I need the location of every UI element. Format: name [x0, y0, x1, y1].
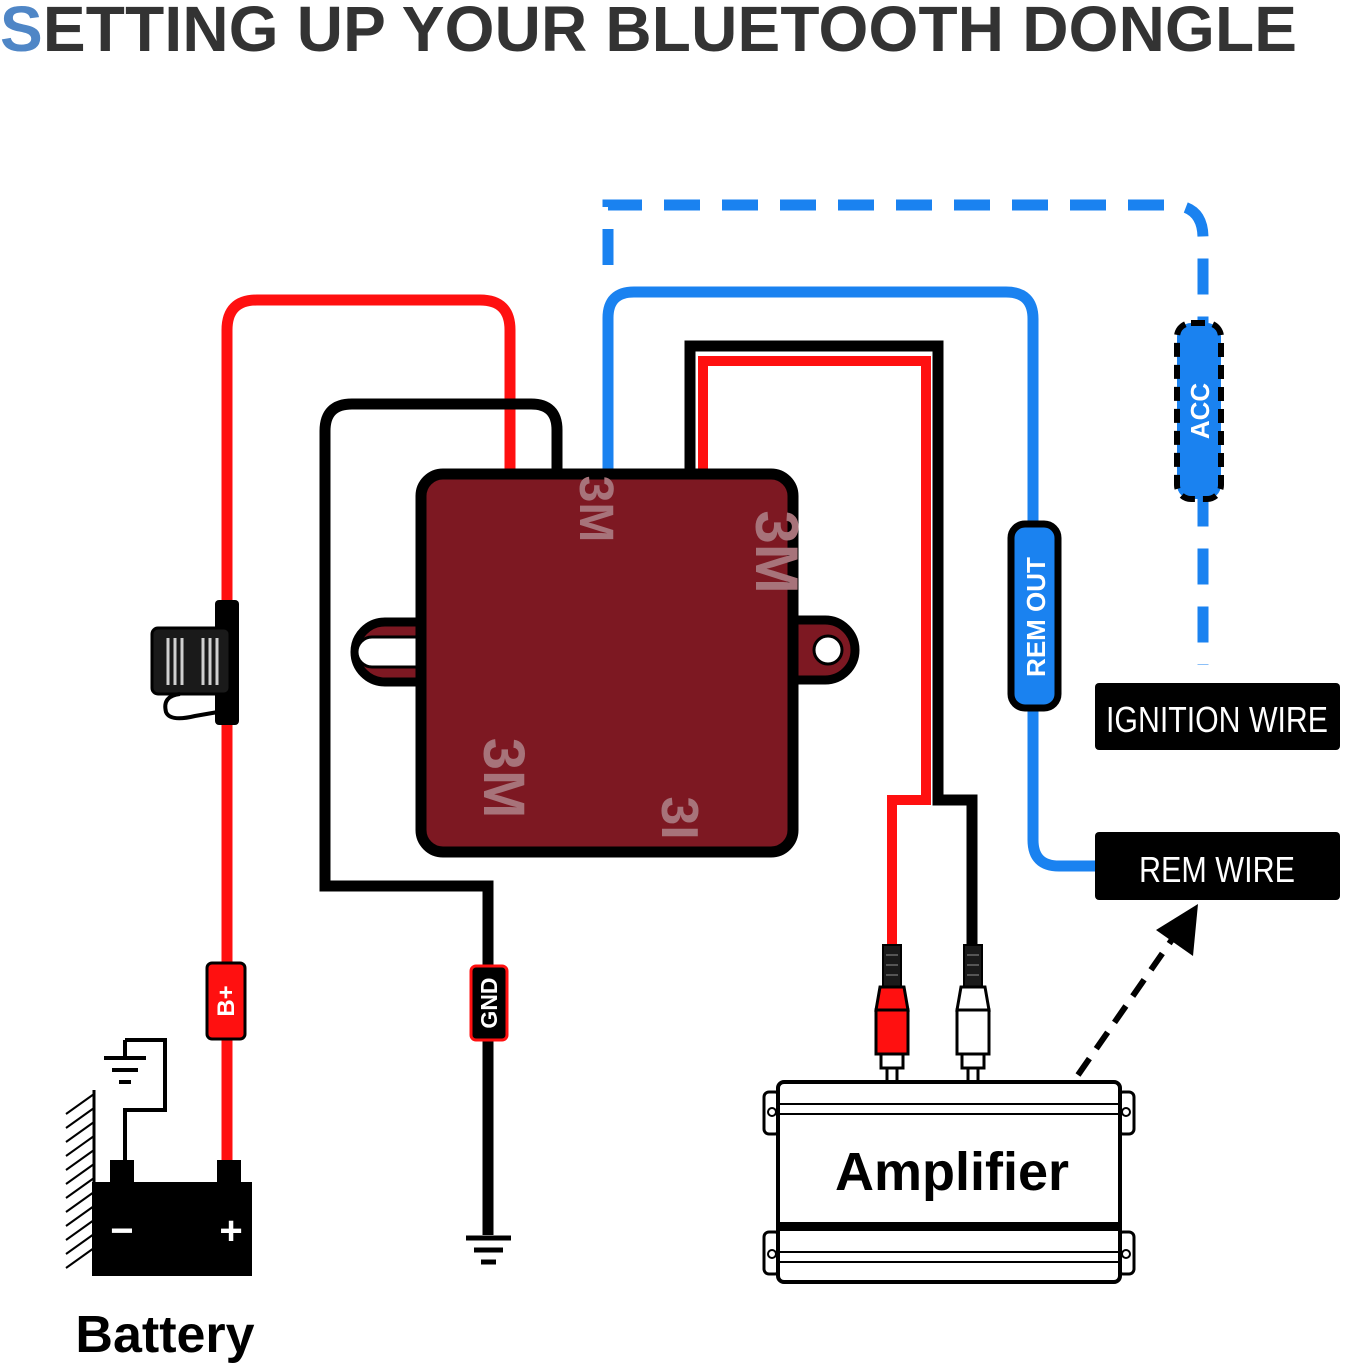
title-first-letter: S: [0, 0, 43, 65]
battery: − +: [65, 1038, 252, 1276]
rca-plug-white: [955, 944, 991, 1086]
title-rest: ETTING UP YOUR BLUETOOTH DONGLE: [42, 0, 1298, 65]
battery-positive-wire: [221, 294, 516, 1162]
battery-minus-label: −: [110, 1209, 133, 1253]
b-plus-tag: B+: [205, 961, 247, 1041]
amplifier-label: Amplifier: [835, 1142, 1069, 1202]
b-plus-label: B+: [213, 985, 240, 1016]
rca-plug-red: [874, 944, 910, 1086]
rem-wire-box: REM WIRE: [1095, 832, 1340, 900]
ground-symbol-icon: [466, 1235, 511, 1265]
inline-fuse-holder: [150, 600, 239, 725]
gnd-label: GND: [476, 977, 502, 1028]
rca-cable-outline: [684, 340, 978, 950]
rem-out-tag: REM OUT: [1007, 520, 1062, 712]
gnd-tag: GND: [469, 964, 509, 1042]
battery-plus-label: +: [219, 1209, 242, 1253]
module-logo-top: 3M: [569, 476, 622, 543]
ignition-wire-box: IGNITION WIRE: [1095, 683, 1340, 750]
amplifier: Amplifier: [762, 1080, 1136, 1284]
rca-cable-red-core: [698, 356, 931, 950]
module-logo-right: 3M: [743, 510, 810, 593]
ground-wire: [319, 398, 563, 1235]
acc-label: ACC: [1185, 383, 1215, 440]
rem-out-label: REM OUT: [1021, 557, 1051, 677]
rem-wire-label: REM WIRE: [1139, 849, 1295, 890]
rem-out-wire: [602, 286, 1100, 872]
ignition-dashed-wire: [602, 199, 1209, 665]
page-title: SETTING UP YOUR BLUETOOTH DONGLE: [0, 0, 1358, 64]
dongle-module: 3M 3M 3M 3I: [350, 468, 860, 858]
ignition-wire-label: IGNITION WIRE: [1106, 699, 1328, 740]
module-logo-bottom: 3I: [650, 796, 708, 839]
battery-label: Battery: [75, 1306, 254, 1364]
rem-pointer-arrow: [1075, 904, 1198, 1077]
acc-tag: ACC: [1174, 320, 1224, 502]
module-logo-left: 3M: [471, 738, 536, 819]
